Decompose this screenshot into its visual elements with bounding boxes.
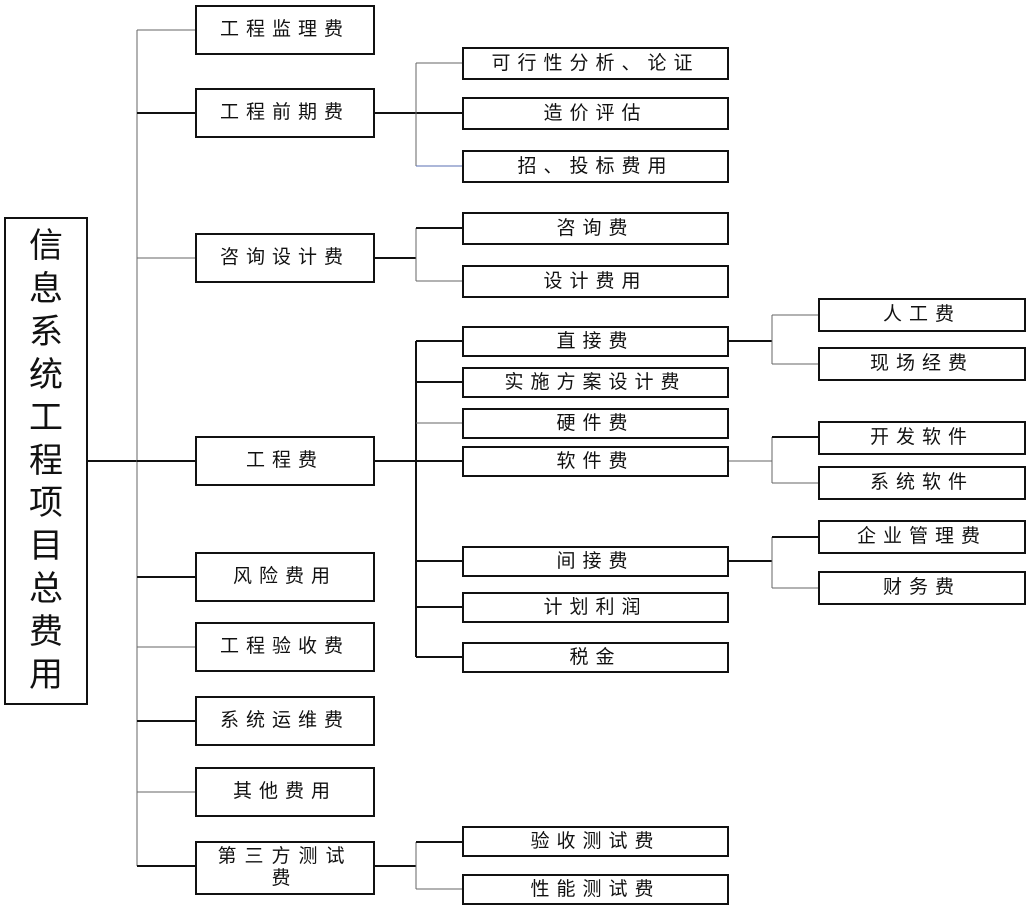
node-hardware-fee: 硬件费	[462, 408, 729, 439]
node-feasibility-analysis: 可行性分析、论证	[462, 47, 729, 80]
node-label: 开发软件	[869, 426, 974, 449]
node-design-fee: 设计费用	[462, 265, 729, 298]
node-indirect-fee: 间接费	[462, 546, 729, 577]
node-label: 性能测试费	[530, 877, 661, 900]
node-label: 直接费	[556, 329, 635, 352]
node-other-fee: 其他费用	[195, 767, 375, 817]
node-consulting-fee: 咨询费	[462, 212, 729, 245]
node-third-party-test-fee: 第三方测试费	[195, 841, 375, 895]
node-site-expense: 现场经费	[818, 347, 1026, 381]
node-label: 系统软件	[869, 471, 974, 494]
node-label: 系统运维费	[219, 709, 350, 732]
node-tax: 税金	[462, 642, 729, 673]
node-label: 其他费用	[232, 780, 337, 803]
node-system-software: 系统软件	[818, 466, 1026, 500]
node-label: 招、投标费用	[517, 154, 674, 177]
node-label: 税金	[569, 645, 622, 668]
node-label: 验收测试费	[530, 829, 661, 852]
node-label: 计划利润	[543, 595, 648, 618]
node-label: 实施方案设计费	[504, 370, 687, 393]
node-acceptance-fee: 工程验收费	[195, 622, 375, 672]
node-development-software: 开发软件	[818, 421, 1026, 455]
node-software-fee: 软件费	[462, 446, 729, 477]
node-label: 咨询设计费	[219, 246, 350, 269]
node-acceptance-test-fee: 验收测试费	[462, 826, 729, 857]
node-direct-fee: 直接费	[462, 326, 729, 357]
node-engineering-fee: 工程费	[195, 436, 375, 486]
node-label: 企业管理费	[856, 525, 987, 548]
root-box: 信息系统工程项目总费用	[4, 217, 88, 705]
node-preliminary-fee: 工程前期费	[195, 88, 375, 138]
node-performance-test-fee: 性能测试费	[462, 874, 729, 905]
node-operation-fee: 系统运维费	[195, 696, 375, 746]
node-bidding-fee: 招、投标费用	[462, 150, 729, 183]
node-implementation-design-fee: 实施方案设计费	[462, 367, 729, 398]
node-supervision-fee: 工程监理费	[195, 5, 375, 55]
node-label: 设计费用	[543, 269, 648, 292]
node-label: 咨询费	[556, 216, 635, 239]
node-label: 工程监理费	[219, 18, 350, 41]
node-label: 第三方测试费	[217, 845, 353, 889]
node-label: 工程费	[245, 449, 324, 472]
node-label: 造价评估	[543, 101, 648, 124]
node-label: 风险费用	[232, 565, 337, 588]
node-label: 现场经费	[869, 352, 974, 375]
node-label: 工程验收费	[219, 635, 350, 658]
node-consulting-design-fee: 咨询设计费	[195, 233, 375, 283]
node-label: 人工费	[882, 303, 961, 326]
node-planned-profit: 计划利润	[462, 592, 729, 623]
node-finance-fee: 财务费	[818, 571, 1026, 605]
node-labor-fee: 人工费	[818, 298, 1026, 332]
node-label: 间接费	[556, 549, 635, 572]
node-enterprise-management-fee: 企业管理费	[818, 520, 1026, 554]
node-label: 财务费	[882, 576, 961, 599]
node-label: 工程前期费	[219, 101, 350, 124]
node-label: 可行性分析、论证	[491, 51, 700, 74]
node-label: 硬件费	[556, 411, 635, 434]
root-label: 信息系统工程项目总费用	[29, 226, 63, 695]
node-risk-fee: 风险费用	[195, 552, 375, 602]
node-cost-evaluation: 造价评估	[462, 97, 729, 130]
node-label: 软件费	[556, 449, 635, 472]
